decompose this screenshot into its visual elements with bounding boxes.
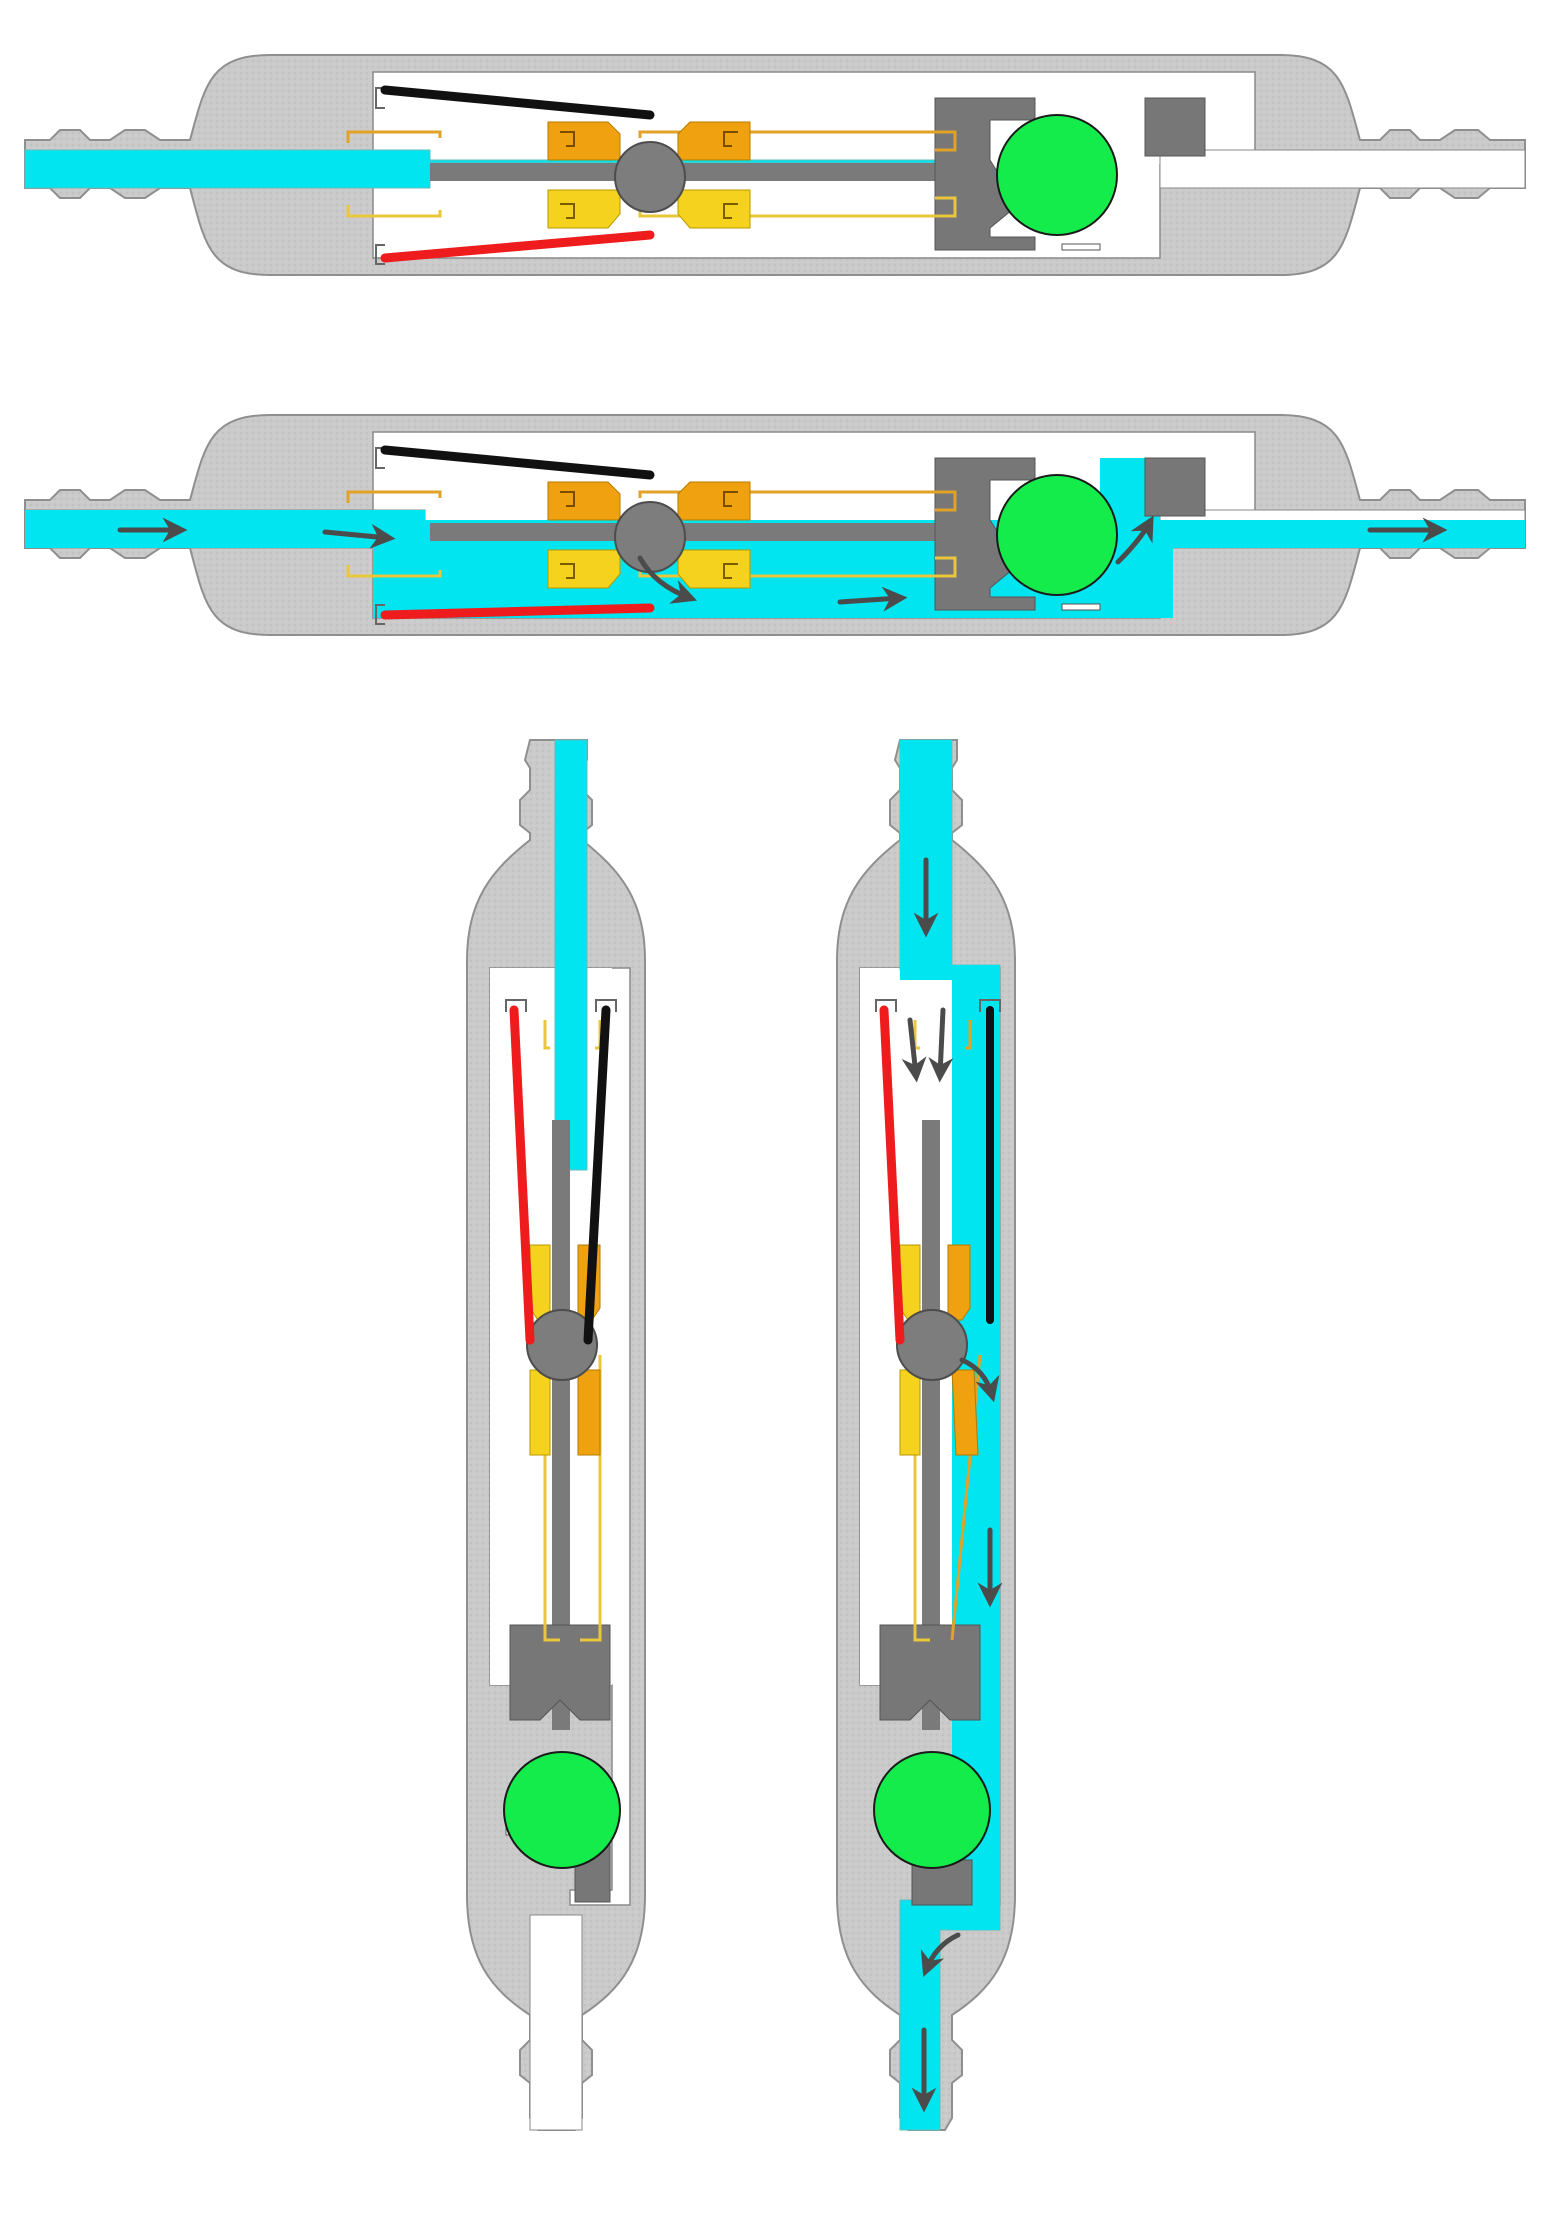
- red-contact: [509, 1005, 535, 1345]
- flow-arrow: [322, 523, 396, 549]
- black-contact: [380, 445, 655, 480]
- flow-arrow: [928, 1007, 954, 1083]
- red-contact: [380, 230, 655, 263]
- red-contact: [879, 1005, 905, 1345]
- flow-arrow: [959, 1357, 1000, 1403]
- black-contact: [583, 1005, 611, 1345]
- flow-arrow: [637, 555, 698, 604]
- flow-arrow: [901, 1017, 927, 1083]
- view-horizontal-closed: [24, 54, 1526, 276]
- view-vertical-closed: [466, 739, 646, 2131]
- flow-arrow: [837, 586, 908, 612]
- red-contact: [380, 603, 655, 620]
- view-horizontal-flowing: [24, 414, 1526, 636]
- flow-arrow: [1115, 515, 1154, 565]
- flow-arrow: [920, 1932, 961, 1977]
- view-vertical-flowing: [836, 739, 1016, 2131]
- black-contact: [380, 85, 655, 120]
